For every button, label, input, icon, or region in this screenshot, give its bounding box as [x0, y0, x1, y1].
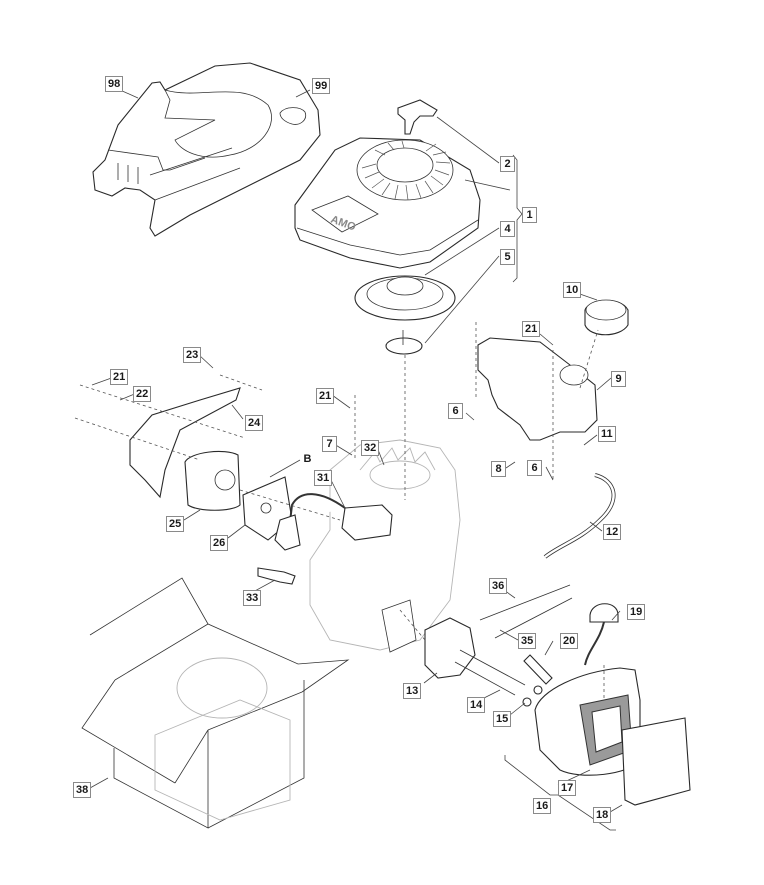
label-31[interactable]: 31 — [314, 470, 333, 486]
label-23[interactable]: 23 — [183, 347, 202, 363]
label-38[interactable]: 38 — [73, 782, 92, 798]
label-25[interactable]: 25 — [166, 516, 185, 532]
label-35[interactable]: 35 — [518, 633, 537, 649]
label-26[interactable]: 26 — [210, 535, 229, 551]
ignition-coil-drawing[interactable] — [274, 493, 393, 551]
label-32[interactable]: 32 — [361, 440, 380, 456]
label-5[interactable]: 5 — [500, 249, 515, 265]
primer-bulb-drawing[interactable] — [584, 603, 619, 666]
label-99[interactable]: 99 — [312, 78, 331, 94]
recoil-starter-drawing[interactable]: AMO — [294, 99, 481, 269]
label-6-right[interactable]: 6 — [527, 460, 542, 476]
label-24[interactable]: 24 — [245, 415, 264, 431]
starter-pulley-drawing[interactable] — [354, 275, 456, 355]
label-15[interactable]: 15 — [493, 711, 512, 727]
engine-block-drawing — [309, 439, 461, 651]
label-22[interactable]: 22 — [133, 386, 152, 402]
engine-box-drawing[interactable] — [81, 577, 350, 829]
air-filter-drawing[interactable] — [534, 667, 691, 806]
label-4[interactable]: 4 — [500, 221, 515, 237]
label-21-tank[interactable]: 21 — [522, 321, 541, 337]
muffler-drawing[interactable] — [129, 387, 293, 541]
label-7[interactable]: 7 — [322, 436, 337, 452]
label-98[interactable]: 98 — [105, 76, 124, 92]
assembly-lines — [74, 322, 605, 700]
label-1[interactable]: 1 — [522, 207, 537, 223]
governor-rods-drawing[interactable] — [479, 584, 573, 639]
carburetor-drawing[interactable] — [381, 599, 543, 707]
label-6-left[interactable]: 6 — [448, 403, 463, 419]
label-17[interactable]: 17 — [558, 780, 577, 796]
fuel-tank-drawing[interactable] — [477, 299, 629, 441]
leader-lines — [89, 89, 623, 831]
label-9[interactable]: 9 — [611, 371, 626, 387]
label-36[interactable]: 36 — [489, 578, 508, 594]
label-20[interactable]: 20 — [560, 633, 579, 649]
label-14[interactable]: 14 — [467, 697, 486, 713]
label-21-muffler[interactable]: 21 — [110, 369, 129, 385]
label-11[interactable]: 11 — [598, 426, 616, 442]
hose-sleeve-drawing[interactable] — [523, 654, 553, 685]
spark-plug-drawing[interactable] — [257, 567, 296, 585]
label-8[interactable]: 8 — [491, 461, 506, 477]
label-18[interactable]: 18 — [593, 807, 612, 823]
label-16[interactable]: 16 — [533, 798, 552, 814]
label-33[interactable]: 33 — [243, 590, 262, 606]
label-13[interactable]: 13 — [403, 683, 422, 699]
connector-mark-b: B — [303, 453, 312, 465]
shroud-cover-drawing[interactable] — [92, 62, 321, 237]
label-19[interactable]: 19 — [627, 604, 646, 620]
label-2[interactable]: 2 — [500, 156, 515, 172]
label-21-block[interactable]: 21 — [316, 388, 335, 404]
label-10[interactable]: 10 — [563, 282, 582, 298]
label-12[interactable]: 12 — [603, 524, 622, 540]
